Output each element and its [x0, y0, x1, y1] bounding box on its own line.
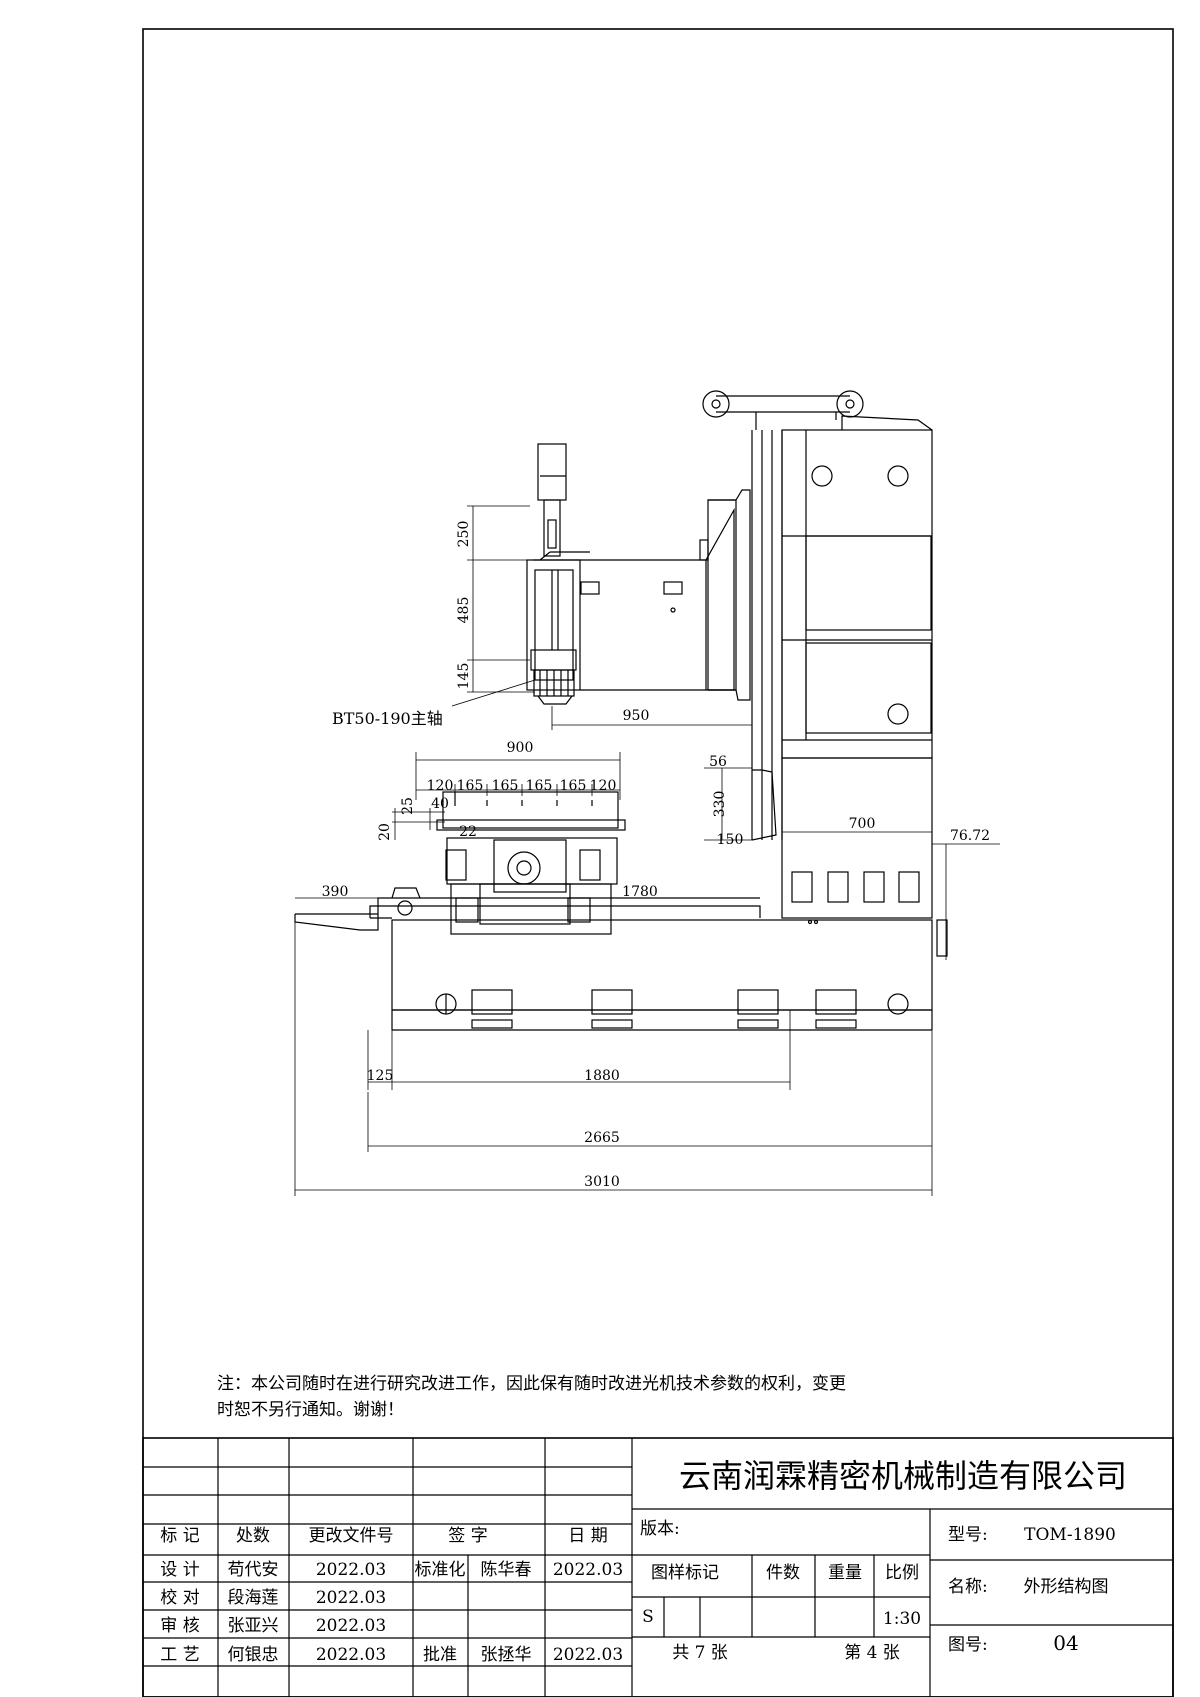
sheets-total: 共 7 张	[672, 1643, 728, 1663]
dim-165b: 165	[492, 778, 519, 794]
approve-date: 2022.03	[553, 1645, 623, 1665]
base	[294, 887, 933, 1031]
dim-145: 145	[456, 663, 472, 690]
scale-label: 比例	[885, 1563, 919, 1583]
header-sign: 签 字	[448, 1526, 487, 1546]
name-label: 名称:	[948, 1577, 988, 1597]
standardize-name: 陈华春	[481, 1560, 532, 1580]
dim-700: 700	[849, 816, 876, 832]
dim-485: 485	[456, 597, 472, 624]
dim-165a: 165	[457, 778, 484, 794]
dim-330: 330	[712, 791, 728, 818]
name-design: 苟代安	[228, 1560, 279, 1580]
scale-value: 1:30	[883, 1609, 921, 1629]
dim-120b: 120	[590, 778, 617, 794]
note-line-2: 时恕不另行通知。谢谢！	[217, 1400, 404, 1420]
column	[702, 390, 948, 957]
name-review: 张亚兴	[228, 1616, 279, 1636]
spindle-label: BT50-190主轴	[332, 709, 443, 728]
dim-165c: 165	[526, 778, 553, 794]
weight-label: 重量	[828, 1563, 862, 1583]
header-mark: 标 记	[160, 1526, 199, 1546]
header-date: 日 期	[568, 1526, 607, 1546]
dim-2665: 2665	[584, 1130, 620, 1146]
dim-165d: 165	[560, 778, 587, 794]
name-process: 何银忠	[228, 1645, 279, 1665]
drawing-no-value: 04	[1053, 1631, 1078, 1655]
version-label: 版本:	[640, 1519, 680, 1539]
dim-56: 56	[709, 754, 727, 770]
date-design: 2022.03	[316, 1560, 386, 1580]
dim-120a: 120	[427, 778, 454, 794]
header-count: 处数	[236, 1526, 270, 1546]
role-design: 设 计	[160, 1560, 199, 1580]
worktable	[436, 791, 626, 935]
drawing-no-label: 图号:	[948, 1635, 988, 1655]
drawing-mark-label: 图样标记	[651, 1563, 719, 1583]
spindle-head	[526, 443, 751, 705]
role-review: 审 核	[160, 1616, 199, 1636]
name-check: 段海莲	[228, 1588, 279, 1608]
model-value: TOM-1890	[1024, 1525, 1116, 1545]
model-label: 型号:	[948, 1525, 988, 1545]
dim-900: 900	[507, 740, 534, 756]
date-review: 2022.03	[316, 1616, 386, 1636]
dim-20: 20	[377, 823, 393, 841]
name-value: 外形结构图	[1024, 1577, 1109, 1597]
dim-3010: 3010	[584, 1174, 620, 1190]
title-block	[142, 1437, 1174, 1697]
machine-outline	[294, 390, 948, 1031]
approve-label: 批准	[423, 1645, 457, 1665]
dim-25: 25	[400, 797, 416, 815]
company-name: 云南润霖精密机械制造有限公司	[679, 1457, 1127, 1495]
dim-22: 22	[459, 824, 477, 840]
sheet-border	[142, 28, 1174, 1697]
note-line-1: 注：本公司随时在进行研究改进工作，因此保有随时改进光机技术参数的权利，变更	[217, 1374, 846, 1394]
header-change-doc: 更改文件号	[309, 1526, 394, 1546]
sheet-number: 第 4 张	[844, 1643, 900, 1663]
dim-150: 150	[717, 832, 744, 848]
stage-s: S	[642, 1607, 654, 1627]
role-process: 工 艺	[160, 1645, 199, 1665]
dim-40: 40	[431, 796, 449, 812]
standardize-label: 标准化	[415, 1560, 466, 1580]
dim-950: 950	[623, 708, 650, 724]
pieces-label: 件数	[766, 1563, 800, 1583]
dim-7672: 76.72	[950, 828, 990, 844]
standardize-date: 2022.03	[553, 1560, 623, 1580]
dim-250: 250	[456, 521, 472, 548]
date-check: 2022.03	[316, 1588, 386, 1608]
dim-1780: 1780	[622, 884, 658, 900]
dim-390: 390	[322, 884, 349, 900]
dimensions: 250 485 145 BT50-190主轴 950 900 120 165 1…	[294, 505, 1000, 1196]
approve-name: 张拯华	[481, 1645, 532, 1665]
date-process: 2022.03	[316, 1645, 386, 1665]
dim-1880: 1880	[584, 1068, 620, 1084]
dim-125: 125	[367, 1068, 394, 1084]
role-check: 校 对	[160, 1588, 199, 1608]
